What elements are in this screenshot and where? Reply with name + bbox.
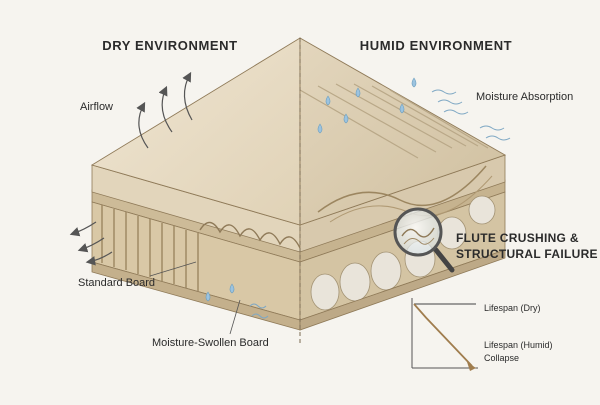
legend-lifespan-dry: Lifespan (Dry) [484,303,541,313]
airflow-label: Airflow [80,101,113,113]
series-line-humid [414,304,472,366]
moisture-absorption-label: Moisture Absorption [476,91,573,103]
legend-lifespan-humid: Lifespan (Humid) [484,340,553,350]
humid-environment-heading: HUMID ENVIRONMENT [360,38,512,53]
callout-line-1: FLUTE CRUSHING & [456,231,579,245]
dry-environment-heading: DRY ENVIRONMENT [102,38,237,53]
series-arrowhead-humid [467,362,476,371]
lifespan-mini-chart [412,298,478,371]
callout-line-2: STRUCTURAL FAILURE [456,247,598,261]
standard-board-label: Standard Board [78,277,155,289]
moisture-swollen-board-label: Moisture-Swollen Board [152,337,269,349]
annotation-collapse: Collapse [484,353,519,363]
